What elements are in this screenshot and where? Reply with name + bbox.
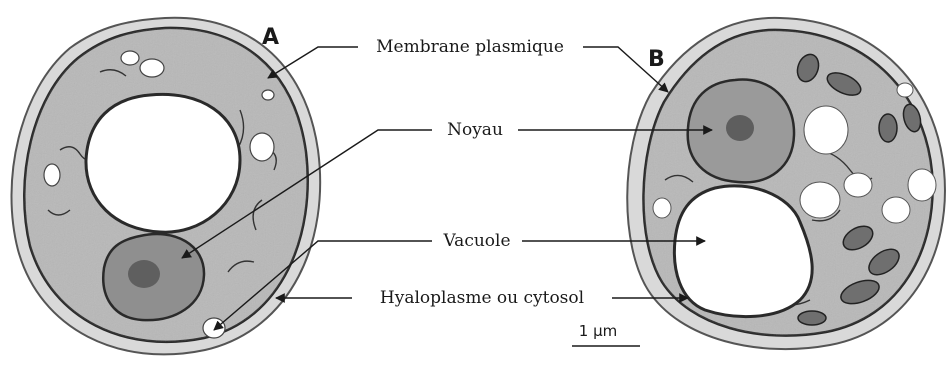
panel-label-a: A (262, 25, 279, 50)
nucleolus-a (128, 260, 160, 288)
label-nucleus: Noyau (447, 120, 503, 140)
panel-label-b: B (648, 47, 665, 72)
label-vacuole: Vacuole (442, 231, 510, 251)
label-cytosol: Hyaloplasme ou cytosol (380, 288, 584, 308)
cell-a (11, 18, 320, 355)
nucleolus-b (726, 115, 754, 141)
vacuole-a (86, 94, 240, 232)
cell-b (627, 18, 945, 349)
scale-bar: 1 µm (572, 322, 640, 346)
scale-bar-label: 1 µm (579, 322, 617, 340)
label-membrane: Membrane plasmique (376, 37, 564, 57)
